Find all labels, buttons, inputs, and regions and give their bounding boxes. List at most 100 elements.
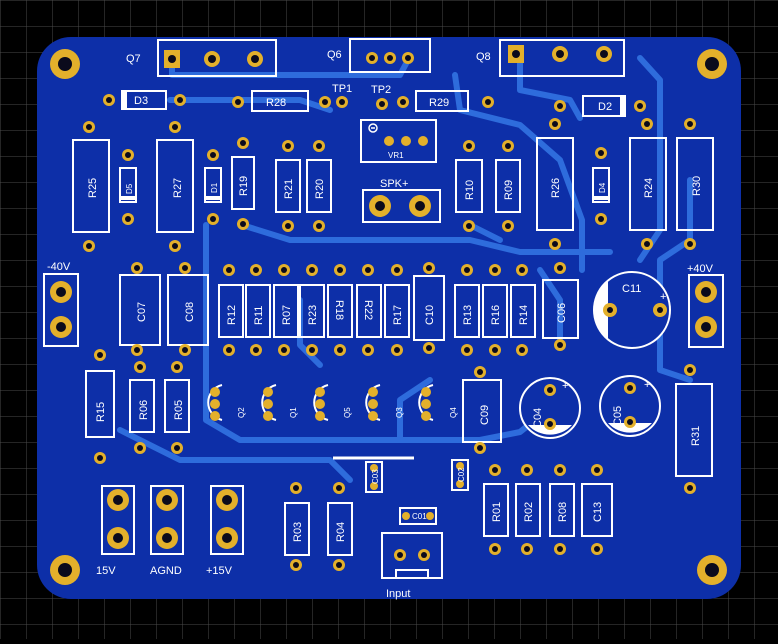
r30-footprint: R30	[676, 118, 714, 250]
c10-label: C10	[424, 305, 436, 325]
c06-footprint: C06	[542, 262, 579, 351]
c07-label: C07	[136, 302, 148, 322]
c11-plus: +	[660, 291, 666, 303]
transistor-q5: Q5	[313, 384, 352, 421]
pos40v-connector: +40V	[687, 263, 724, 348]
r24-footprint: R24	[629, 118, 667, 250]
d3-label: D3	[134, 95, 148, 107]
input-label: Input	[386, 588, 410, 600]
d1-label: D1	[210, 182, 219, 193]
r26-label: R26	[550, 178, 562, 198]
resistor-row-right: R13 R16 R14	[454, 264, 536, 356]
r02-label: R02	[523, 502, 535, 522]
r10-footprint: R10	[455, 140, 483, 232]
d5-footprint: D5	[119, 149, 137, 225]
r13-label: R13	[462, 305, 474, 325]
c08-label: C08	[184, 302, 196, 322]
vr1-label: VR1	[388, 151, 404, 160]
c11-footprint: C11 +	[593, 271, 671, 349]
c05-footprint: C05 +	[599, 375, 661, 437]
r29-label: R29	[429, 97, 449, 109]
r28-footprint: R28	[232, 90, 331, 112]
q5-label: Q5	[343, 407, 352, 418]
r11-label: R11	[253, 306, 265, 325]
d4-footprint: D4	[592, 147, 610, 225]
r03-label: R03	[292, 522, 304, 542]
r06-label: R06	[138, 400, 150, 420]
d3-footprint: D3	[103, 90, 186, 110]
neg40v-label: -40V	[47, 261, 71, 273]
c04-footprint: C04 +	[519, 377, 581, 439]
d4-label: D4	[598, 182, 607, 193]
r28-label: R28	[266, 97, 286, 109]
r04-footprint: R04	[327, 482, 353, 571]
mounting-holes	[50, 49, 727, 585]
c04-label: C04	[532, 408, 544, 428]
r01-footprint: R01	[483, 464, 509, 555]
r15-footprint: R15	[85, 349, 115, 464]
r31-footprint: R31	[675, 364, 713, 494]
r02-footprint: R02	[515, 464, 541, 555]
input-connector: Input	[381, 532, 443, 600]
r24-label: R24	[643, 178, 655, 198]
r06-footprint: R06	[129, 361, 155, 454]
r21-label: R21	[283, 179, 295, 199]
r08-footprint: R08	[549, 464, 575, 555]
r04-label: R04	[335, 522, 347, 542]
q2-label: Q2	[237, 407, 246, 418]
d2-label: D2	[598, 101, 612, 113]
resistor-row-left: R12 R11 R07 R23 R18 R22 R17	[218, 264, 410, 356]
r19-footprint: R19	[231, 137, 255, 230]
r21-footprint: R21	[275, 140, 301, 232]
c09-footprint: C09	[462, 366, 502, 454]
c02-footprint: C02	[451, 459, 469, 491]
r22-label: R22	[362, 300, 374, 320]
c02-label: C02	[457, 467, 466, 482]
c13-footprint: C13	[581, 464, 613, 555]
c08-footprint: C08	[167, 262, 209, 356]
q6-footprint: Q6	[327, 38, 431, 73]
q3-label: Q3	[395, 407, 404, 418]
agnd-connector: AGND	[150, 485, 184, 577]
q6-label: Q6	[327, 49, 342, 61]
agnd-label: AGND	[150, 565, 182, 577]
tp2: TP2	[371, 84, 391, 110]
transistor-q3: Q3	[365, 384, 404, 421]
c01-footprint: C01	[399, 507, 437, 525]
pos15v-connector: +15V	[206, 485, 244, 577]
r16-label: R16	[490, 305, 502, 325]
q8-footprint: Q8	[476, 39, 625, 77]
transistor-q4: Q4	[418, 384, 458, 421]
r09-footprint: R09	[495, 140, 521, 232]
c13-label: C13	[592, 502, 604, 522]
r10-label: R10	[464, 180, 476, 200]
r20-footprint: R20	[306, 140, 332, 232]
r05-label: R05	[173, 400, 185, 420]
r23-label: R23	[307, 305, 319, 325]
r09-label: R09	[503, 180, 515, 200]
r19-label: R19	[238, 176, 250, 196]
pos15v-label: +15V	[206, 565, 233, 577]
neg15v-label: 15V	[96, 565, 116, 577]
r14-label: R14	[518, 305, 530, 325]
vr1-footprint: VR1	[360, 119, 437, 163]
r05-footprint: R05	[164, 361, 190, 454]
c11-label: C11	[622, 283, 641, 295]
r03-footprint: R03	[284, 482, 310, 571]
spk-label: SPK+	[380, 178, 408, 190]
tp1-label: TP1	[332, 83, 352, 95]
c09-label: C09	[479, 405, 491, 425]
d2-footprint: D2	[554, 95, 646, 117]
neg15v-connector: 15V	[96, 485, 135, 577]
r30-label: R30	[691, 176, 703, 196]
r29-footprint: R29	[397, 90, 494, 112]
c01-label: C01	[412, 512, 427, 521]
spk-connector: SPK+	[362, 178, 441, 223]
q8-label: Q8	[476, 51, 491, 63]
c07-footprint: C07	[119, 262, 161, 356]
r17-label: R17	[392, 305, 404, 325]
transistor-q2: Q2	[207, 384, 246, 421]
r25-label: R25	[87, 178, 99, 198]
